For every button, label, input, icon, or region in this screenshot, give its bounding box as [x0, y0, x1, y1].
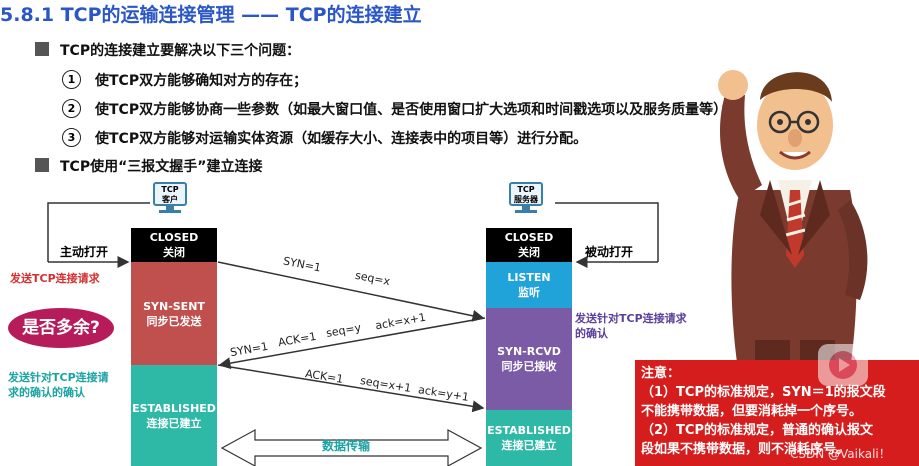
label-line: 的确认 [575, 327, 608, 340]
state-name-zh: 同步已发送 [146, 314, 202, 328]
state-name-zh: 关闭 [518, 246, 540, 259]
server-state-listen: LISTEN 监听 [486, 262, 572, 308]
note-title: 注意： [641, 366, 681, 381]
state-name: ESTABLISHED [132, 401, 216, 415]
label-line: 发送针对TCP连接请求 [575, 312, 687, 325]
server-open-path [555, 202, 659, 262]
state-name: CLOSED [149, 231, 199, 244]
label-line: 发送针对TCP连接请 [8, 371, 109, 384]
server-state-syn-rcvd: SYN-RCVD 同步已接收 [486, 308, 572, 410]
state-name-zh: 连接已建立 [501, 439, 557, 452]
state-name-zh: 关闭 [163, 246, 185, 259]
client-send-ack-label: 发送针对TCP连接请 求的确认的确认 [8, 370, 109, 400]
server-computer-label: 服务器 [514, 195, 538, 204]
client-open-label: 主动打开 [60, 245, 109, 259]
note-line: （2）TCP的标准规定，普通的确认报文 [641, 423, 873, 438]
page-title: 5.8.1 TCP的运输连接管理 —— TCP的连接建立 [0, 4, 422, 26]
data-transfer-label: 数据传输 [322, 439, 371, 453]
server-open-label: 被动打开 [585, 245, 634, 259]
item-text: 使TCP双方能够协商一些参数（如最大窗口值、是否使用窗口扩大选项和时间戳选项以及… [95, 102, 735, 118]
state-name: SYN-SENT [143, 299, 205, 313]
state-name: LISTEN [507, 271, 551, 284]
client-computer-label: TCP [161, 185, 179, 194]
state-name-zh: 同步已接收 [501, 360, 557, 373]
section1-heading: TCP的连接建立要解决以下三个问题： [60, 43, 301, 59]
client-state-established: ESTABLISHED 连接已建立 [131, 365, 217, 466]
item-number: 2 [62, 99, 81, 118]
hand [718, 70, 748, 100]
state-name: SYN-RCVD [497, 345, 561, 358]
client-state-closed: CLOSED 关闭 [131, 228, 217, 262]
segment3-arrow [217, 364, 485, 413]
label-line: 求的确认的确认 [8, 386, 85, 399]
server-state-established: ESTABLISHED 连接已建立 [486, 410, 572, 466]
server-send-ack-label: 发送针对TCP连接请求 的确认 [575, 311, 687, 341]
note-line: （1）TCP的标准规定，SYN＝1的报文段 [641, 385, 886, 400]
video-play-button[interactable] [818, 344, 868, 386]
state-name: CLOSED [504, 231, 554, 244]
presenter-illustration [718, 70, 868, 370]
item-text: 使TCP双方能够确知对方的存在； [95, 73, 308, 89]
state-name-zh: 监听 [518, 286, 540, 299]
send-request-label: 发送TCP连接请求 [10, 272, 100, 285]
bullet-square [35, 158, 49, 172]
segment2-arrow [218, 317, 486, 370]
segment1-arrow [217, 261, 485, 322]
server-computer-label: TCP [517, 185, 535, 194]
client-state-syn-sent: SYN-SENT 同步已发送 [131, 262, 217, 365]
watermark: CSDN @Vaikali！ [790, 447, 891, 461]
item-text: 使TCP双方能够对运输实体资源（如缓存大小、连接表中的项目等）进行分配。 [95, 131, 588, 147]
play-icon [829, 351, 857, 379]
client-open-path [47, 202, 150, 262]
data-transfer-arrow [220, 428, 483, 466]
state-name: ESTABLISHED [487, 424, 571, 437]
redundant-question-bubble: 是否多余? [8, 308, 114, 348]
bullet-square [35, 42, 49, 56]
client-computer-label: 客户 [162, 195, 178, 204]
state-name-zh: 连接已建立 [146, 416, 202, 430]
item-number: 3 [62, 128, 81, 147]
note-line: 不能携带数据，但要消耗掉一个序号。 [641, 404, 863, 419]
server-state-closed: CLOSED 关闭 [486, 228, 572, 262]
note-line: 段如果不携带数据，则不消耗序号。 [641, 442, 850, 457]
item-number: 1 [62, 70, 81, 89]
section2-heading: TCP使用“三报文握手”建立连接 [60, 159, 263, 175]
note-box: 注意： （1）TCP的标准规定，SYN＝1的报文段 不能携带数据，但要消耗掉一个… [635, 360, 919, 466]
